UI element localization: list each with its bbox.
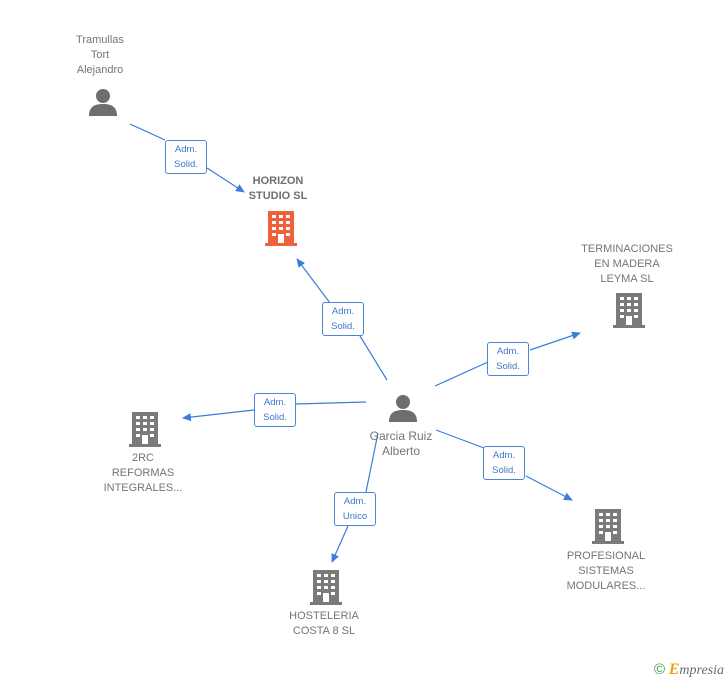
building-icon[interactable] <box>592 508 624 544</box>
node-label-hosteleria[interactable]: HOSTELERIA COSTA 8 SL <box>289 610 359 637</box>
node-label-terminaciones[interactable]: TERMINACIONES EN MADERA LEYMA SL <box>581 243 673 285</box>
edge-label-garcia-hosteleria[interactable]: Adm. Unico <box>334 492 376 526</box>
edge-label-garcia-profesional[interactable]: Adm. Solid. <box>483 446 525 480</box>
building-icon[interactable] <box>129 411 161 447</box>
edge-garcia-profesional <box>435 429 572 500</box>
building-icon[interactable] <box>613 292 645 328</box>
brand-footer[interactable]: © Empresia <box>654 661 724 679</box>
edge-garcia-hosteleria <box>332 432 379 562</box>
edge-label-garcia-horizon[interactable]: Adm. Solid. <box>322 302 364 336</box>
edge-garcia-horizon <box>297 259 388 381</box>
edge-label-tramullas-horizon[interactable]: Adm. Solid. <box>165 140 207 174</box>
person-icon[interactable] <box>388 393 418 423</box>
copyright-icon: © <box>654 661 666 678</box>
node-label-profesional[interactable]: PROFESIONAL SISTEMAS MODULARES... <box>566 550 646 592</box>
node-label-tramullas[interactable]: Tramullas Tort Alejandro <box>76 34 124 76</box>
building-icon[interactable] <box>310 569 342 605</box>
person-icon[interactable] <box>88 87 118 117</box>
edge-label-garcia-reformas[interactable]: Adm. Solid. <box>254 393 296 427</box>
node-label-horizon[interactable]: HORIZON STUDIO SL <box>248 175 308 202</box>
edge-label-garcia-terminaciones[interactable]: Adm. Solid. <box>487 342 529 376</box>
node-label-garcia[interactable]: Garcia Ruiz Alberto <box>369 429 433 458</box>
building-icon[interactable] <box>265 210 297 246</box>
brand-logo: Empresia <box>668 661 724 678</box>
edge-garcia-reformas <box>183 401 367 418</box>
edge-garcia-terminaciones <box>434 333 580 387</box>
node-label-reformas[interactable]: 2RC REFORMAS INTEGRALES... <box>103 452 183 494</box>
edge-tramullas-horizon <box>129 123 244 192</box>
